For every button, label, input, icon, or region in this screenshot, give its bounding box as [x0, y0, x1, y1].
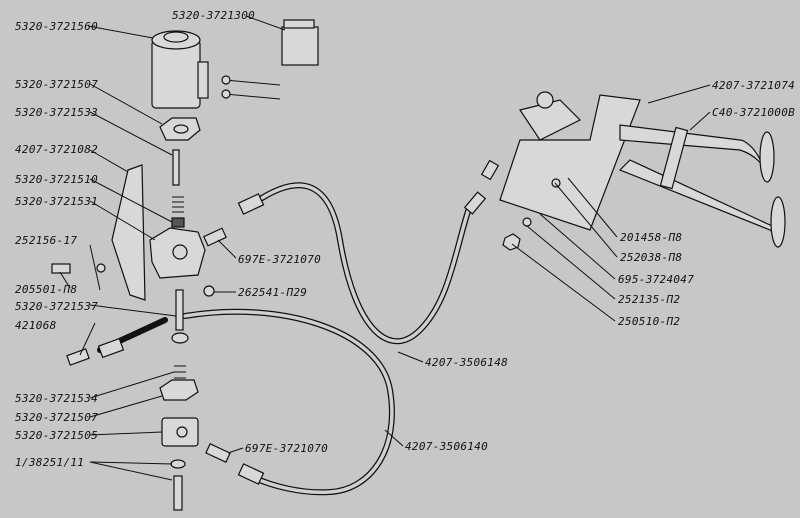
label-nut: 250510-П2 [618, 315, 680, 328]
label-gasket-bottom: 5320-3721507 [15, 411, 98, 424]
label-bolt-252156: 252156-17 [15, 234, 77, 247]
label-bracket: 4207-3721082 [15, 143, 98, 156]
fittings [51, 159, 500, 485]
label-fitting-bottom: 697E-3721070 [245, 442, 328, 455]
label-gasket-top: 5320-3721507 [15, 78, 98, 91]
pedal-bracket [111, 164, 146, 301]
label-valve-body: 5320-3721560 [15, 20, 98, 33]
label-tee: 421068 [15, 319, 57, 332]
label-washer-bolt: 1/38251/11 [15, 456, 84, 469]
hose-upper [259, 182, 473, 345]
label-hose-148: 4207-3506148 [425, 356, 508, 369]
label-pin: 5320-3721533 [15, 106, 98, 119]
label-clamp: 695-3724047 [618, 273, 694, 286]
label-spring: 5320-3721510 [15, 173, 98, 186]
label-bolt-205501: 205501-П8 [15, 283, 77, 296]
label-bracket-074: 4207-3721074 [712, 79, 795, 92]
label-fitting-top: 697E-3721070 [238, 253, 321, 266]
label-horn: С40-3721000В [712, 106, 795, 119]
label-screw: 262541-П29 [238, 286, 307, 299]
valve-stack [149, 117, 206, 511]
label-housing-505: 5320-3721505 [15, 429, 98, 442]
label-washer-252135: 252135-П2 [618, 293, 680, 306]
hose-lower [182, 308, 395, 496]
label-spring-534: 5320-3721534 [15, 392, 98, 405]
label-housing-531: 5320-3721531 [15, 195, 98, 208]
label-bolt-201458: 201458-П8 [620, 231, 682, 244]
horn-assembly [499, 91, 786, 251]
label-washer-252038: 252038-П8 [620, 251, 682, 264]
relay [281, 19, 319, 66]
valve-cylinder [151, 30, 281, 109]
label-hose-140: 4207-3506140 [405, 440, 488, 453]
label-nipple: 5320-3721537 [15, 300, 98, 313]
leader-lines [59, 15, 711, 481]
label-relay: 5320-3721300 [172, 9, 255, 22]
